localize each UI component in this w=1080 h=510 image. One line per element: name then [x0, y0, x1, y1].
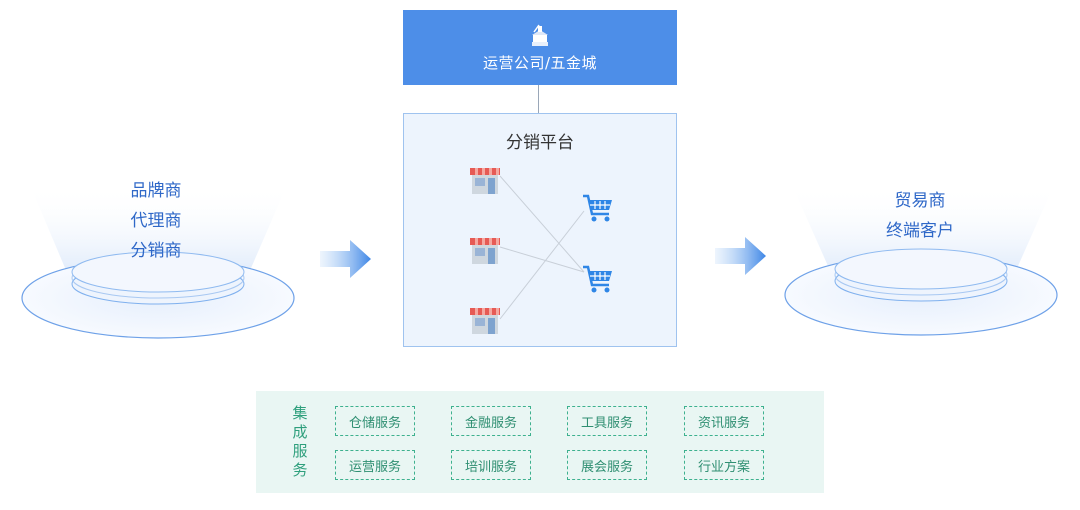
shopping-cart-icon [583, 265, 612, 293]
left-party-agent: 代理商 [130, 211, 182, 231]
left-party-distributor: 分销商 [130, 241, 182, 261]
connector-line [538, 85, 539, 113]
arrow-right-icon [320, 240, 371, 278]
storefront-icon [532, 24, 548, 46]
service-training: 培训服务 [451, 450, 531, 480]
left-party-brand: 品牌商 [130, 181, 182, 201]
shop-icon [470, 308, 500, 334]
platform-title: 分销平台 [506, 133, 574, 153]
right-party-end-customer: 终端客户 [886, 221, 954, 241]
shop-icon [470, 238, 500, 264]
service-industry-solutions: 行业方案 [684, 450, 764, 480]
integrated-services-panel: 集成服务 仓储服务 金融服务 工具服务 资讯服务 运营服务 培训服务 展会服务 … [256, 391, 824, 493]
distribution-platform: 分销平台 [403, 113, 677, 347]
service-exhibition: 展会服务 [567, 450, 647, 480]
service-information: 资讯服务 [684, 406, 764, 436]
services-title: 集成服务 [292, 404, 308, 479]
right-party-trader: 贸易商 [894, 191, 946, 211]
service-tools: 工具服务 [567, 406, 647, 436]
left-pedestal [21, 185, 295, 339]
right-party-list: 贸易商 终端客户 [840, 186, 1000, 246]
arrow-right-icon [715, 237, 766, 275]
operator-label: 运营公司/五金城 [482, 54, 598, 72]
operator-box: 运营公司/五金城 [403, 10, 677, 85]
right-pedestal [784, 185, 1058, 336]
service-warehousing: 仓储服务 [335, 406, 415, 436]
service-finance: 金融服务 [451, 406, 531, 436]
service-operations: 运营服务 [335, 450, 415, 480]
left-party-list: 品牌商 代理商 分销商 [76, 176, 236, 266]
shop-icon [470, 168, 500, 194]
shopping-cart-icon [583, 194, 612, 222]
platform-links [499, 175, 585, 320]
